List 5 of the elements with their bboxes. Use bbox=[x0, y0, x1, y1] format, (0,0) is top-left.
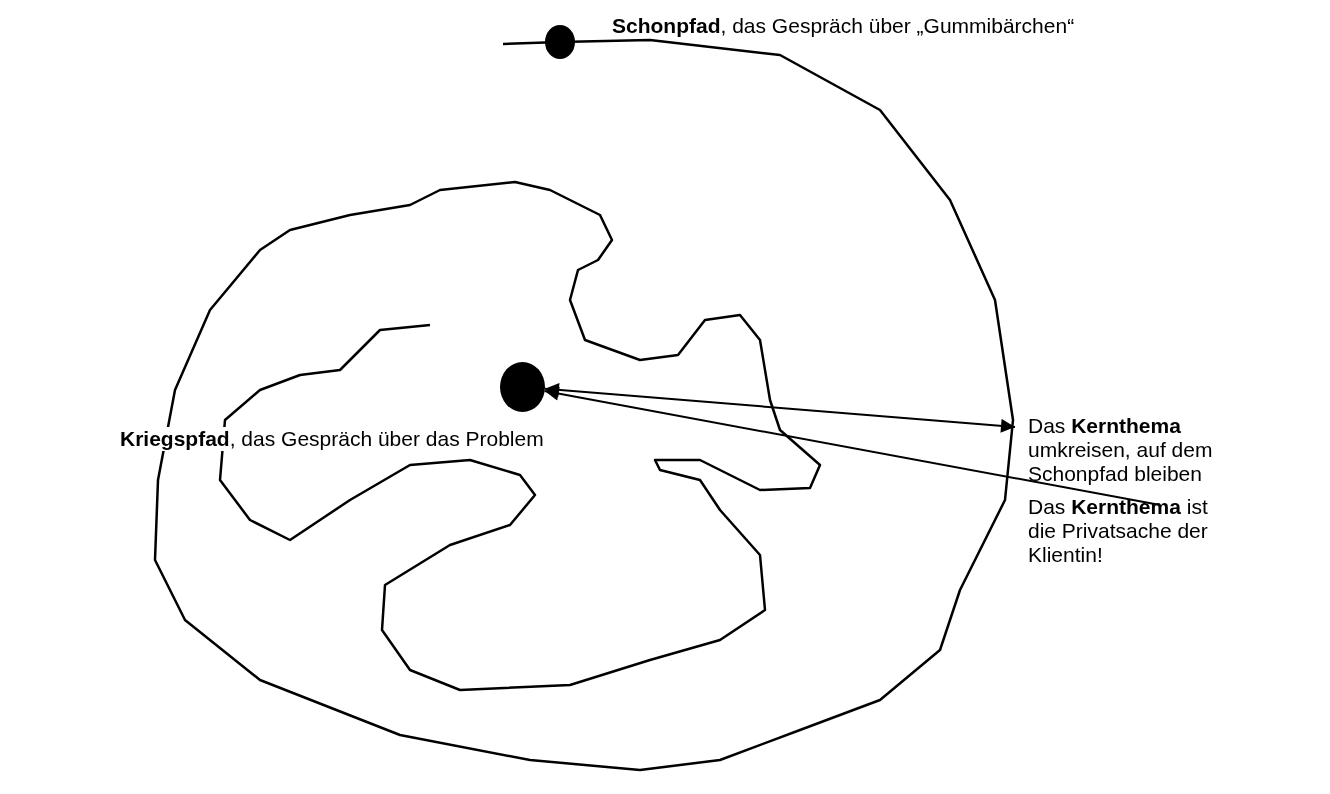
annotation-text: Das Kernthema ist die Privatsache der Klientin! bbox=[1028, 495, 1228, 567]
dot-marker bbox=[500, 362, 545, 412]
path-label: Kriegspfad, das Gespräch über das Problem bbox=[120, 427, 544, 451]
annotation-text: Das Kernthema umkreisen, auf dem Schonpfad bleiben bbox=[1028, 414, 1233, 486]
arrow bbox=[543, 383, 1016, 433]
